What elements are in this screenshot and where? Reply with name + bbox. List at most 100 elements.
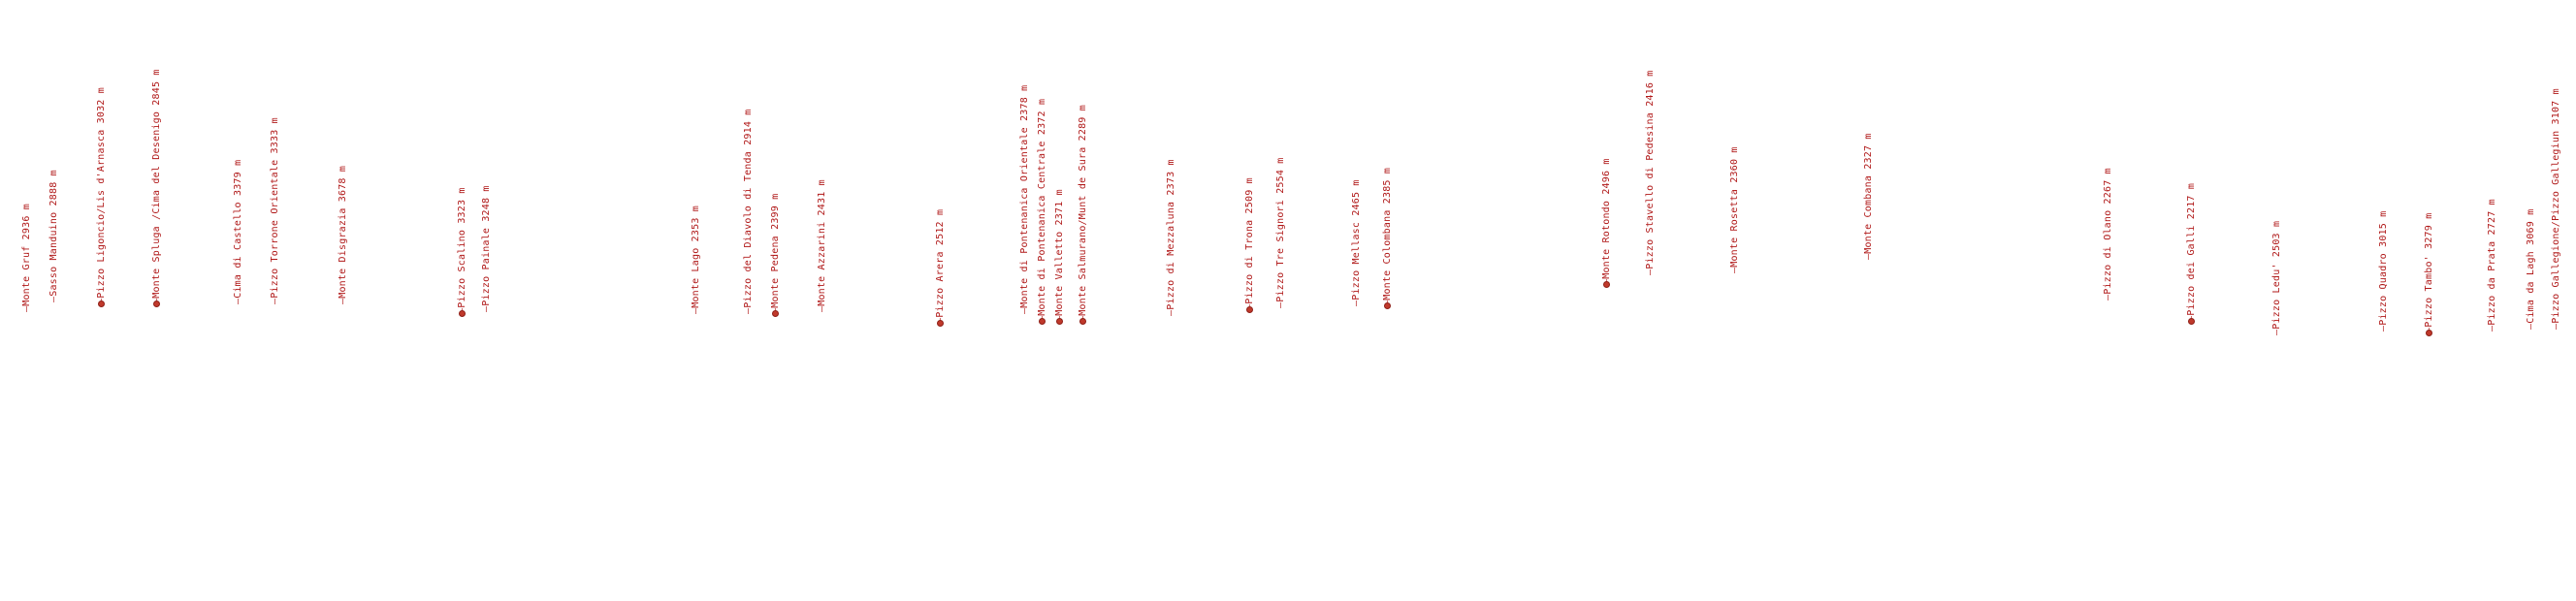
leader-line: — — [2271, 329, 2282, 335]
peak-name: Monte Rotondo 2496 m — [1601, 158, 1612, 279]
peak-label: —Pizzo Scalino 3323 m — [457, 187, 468, 314]
peak-label: —Monte di Pontenanica Centrale 2372 m — [1037, 99, 1048, 322]
peak-name: Pizzo Arera 2512 m — [935, 208, 946, 318]
leader-line: — — [338, 298, 348, 304]
leader-line: — — [2103, 294, 2113, 300]
leader-line: — — [48, 296, 59, 302]
leader-line: — — [21, 305, 32, 312]
leader-line: — — [1729, 267, 1740, 273]
peak-name: Monte Azzarini 2431 m — [817, 179, 827, 306]
peak-name: Monte di Pontenanica Centrale 2372 m — [1037, 98, 1047, 316]
peak-label: —Monte Spluga /Cima del Desenigo 2845 m — [151, 69, 163, 304]
peak-name: Monte Colombana 2385 m — [1382, 167, 1393, 300]
leader-line: — — [1863, 253, 1874, 260]
peak-name: Monte Lago 2353 m — [691, 206, 701, 308]
peak-label: —Pizzo Gallegione/Pizzo Gallegiun 3107 m — [2551, 88, 2562, 330]
peak-name: Pizzo Ligoncio/Lis d'Arnasca 3032 m — [96, 87, 107, 299]
peak-name: Pizzo da Prata 2727 m — [2487, 199, 2497, 326]
peak-label: —Monte Valletto 2371 m — [1054, 189, 1066, 322]
leader-line: — — [2487, 325, 2497, 332]
peak-label: —Pizzo Painale 3248 m — [481, 185, 493, 312]
peak-label: —Pizzo da Prata 2727 m — [2487, 199, 2498, 332]
peak-label: —Pizzo Tambo' 3279 m — [2424, 213, 2435, 333]
peak-label: —Monte Salmurano/Munt de Sura 2289 m — [1078, 105, 1089, 322]
leader-line: — — [2378, 325, 2389, 332]
peak-label: —Monte di Pontenanica Orientale 2378 m — [1019, 85, 1031, 314]
summit-marker-icon — [98, 300, 105, 307]
peak-name: Monte Salmurano/Munt de Sura 2289 m — [1078, 105, 1088, 316]
leader-line: — — [1275, 301, 1286, 308]
leader-line: — — [2551, 323, 2561, 330]
peak-label: —Monte Disgrazia 3678 m — [338, 166, 349, 304]
summit-marker-icon — [772, 310, 779, 317]
summit-marker-icon — [2426, 330, 2432, 336]
leader-line: — — [270, 298, 280, 304]
peak-name: Pizzo Tambo' 3279 m — [2424, 212, 2434, 328]
peak-label: —Monte Combana 2327 m — [1863, 133, 1875, 260]
peak-label: —Monte Gruf 2936 m — [21, 204, 33, 312]
peak-name: Pizzo Scalino 3323 m — [457, 187, 467, 308]
peak-name: Pizzo Stavello di Pedesina 2416 m — [1645, 70, 1656, 269]
peak-label: —Pizzo dei Galli 2217 m — [2186, 183, 2198, 322]
peak-name: Cima di Castello 3379 m — [233, 159, 243, 299]
peak-name: Monte Disgrazia 3678 m — [338, 165, 348, 299]
peak-label: —Monte Rotondo 2496 m — [1601, 158, 1613, 285]
peak-label: —Pizzo Ligoncio/Lis d'Arnasca 3032 m — [96, 87, 108, 304]
summit-marker-icon — [153, 300, 160, 307]
peak-label: —Monte Rosetta 2360 m — [1729, 146, 1741, 273]
peak-name: Pizzo dei Galli 2217 m — [2186, 182, 2197, 316]
summit-marker-icon — [1603, 281, 1610, 288]
peak-label: —Pizzo del Diavolo di Tenda 2914 m — [743, 109, 755, 314]
peak-name: Cima da Lagh 3069 m — [2526, 208, 2536, 324]
peak-label: —Pizzo di Trona 2509 m — [1244, 177, 1256, 310]
summit-marker-icon — [1056, 318, 1063, 325]
peak-name: Monte Pedena 2399 m — [770, 193, 781, 308]
summit-marker-icon — [937, 320, 944, 327]
peak-name: Monte Valletto 2371 m — [1054, 189, 1065, 316]
peak-label: —Pizzo di Mezzaluna 2373 m — [1166, 159, 1177, 316]
peak-label: —Monte Colombana 2385 m — [1382, 168, 1394, 306]
leader-line: — — [817, 305, 827, 312]
peak-name: Monte Combana 2327 m — [1863, 133, 1874, 254]
leader-line: — — [481, 305, 492, 312]
summit-marker-icon — [1384, 302, 1391, 309]
peak-label: —Pizzo di Olano 2267 m — [2103, 168, 2114, 300]
peak-label: —Cima da Lagh 3069 m — [2526, 209, 2537, 330]
peak-label: —Pizzo Stavello di Pedesina 2416 m — [1645, 70, 1657, 275]
peak-name: Pizzo Gallegione/Pizzo Gallegiun 3107 m — [2551, 88, 2561, 324]
leader-line: — — [1351, 300, 1362, 306]
peak-name: Pizzo Painale 3248 m — [481, 185, 492, 306]
leader-line: — — [1645, 269, 1656, 275]
peak-label: —Pizzo Torrone Orientale 3333 m — [270, 117, 281, 304]
peak-name: Pizzo di Trona 2509 m — [1244, 177, 1255, 304]
peak-label: —Pizzo Tre Signori 2554 m — [1275, 157, 1287, 308]
peak-name: Pizzo Ledu' 2503 m — [2271, 220, 2282, 330]
peak-name: Pizzo del Diavolo di Tenda 2914 m — [743, 109, 754, 308]
leader-line: — — [1019, 307, 1030, 314]
summit-marker-icon — [1079, 318, 1086, 325]
peak-name: Pizzo di Mezzaluna 2373 m — [1166, 159, 1176, 310]
peak-label: —Monte Lago 2353 m — [691, 206, 702, 314]
peak-name: Sasso Manduino 2888 m — [48, 170, 59, 297]
peak-label: —Sasso Manduino 2888 m — [48, 170, 60, 302]
peak-label: —Pizzo Ledu' 2503 m — [2271, 221, 2283, 335]
summit-marker-icon — [1039, 318, 1046, 325]
peak-name: Monte Gruf 2936 m — [21, 204, 32, 306]
summit-marker-icon — [2188, 318, 2195, 325]
peak-label: —Monte Azzarini 2431 m — [817, 179, 828, 312]
peak-label: —Cima di Castello 3379 m — [233, 160, 244, 304]
leader-line: — — [1166, 309, 1176, 316]
peak-name: Pizzo di Olano 2267 m — [2103, 168, 2113, 295]
peak-name: Pizzo Quadro 3015 m — [2378, 210, 2389, 326]
peak-label: —Pizzo Arera 2512 m — [935, 209, 947, 324]
peak-name: Pizzo Tre Signori 2554 m — [1275, 157, 1286, 302]
leader-line: — — [743, 307, 754, 314]
peak-label: —Pizzo Mellasc 2465 m — [1351, 179, 1363, 306]
leader-line: — — [691, 307, 701, 314]
leader-line: — — [2526, 323, 2536, 330]
peak-label: —Monte Pedena 2399 m — [770, 194, 782, 314]
peak-label: —Pizzo Quadro 3015 m — [2378, 211, 2390, 332]
peak-name: Pizzo Torrone Orientale 3333 m — [270, 117, 280, 299]
summit-marker-icon — [1246, 306, 1253, 313]
